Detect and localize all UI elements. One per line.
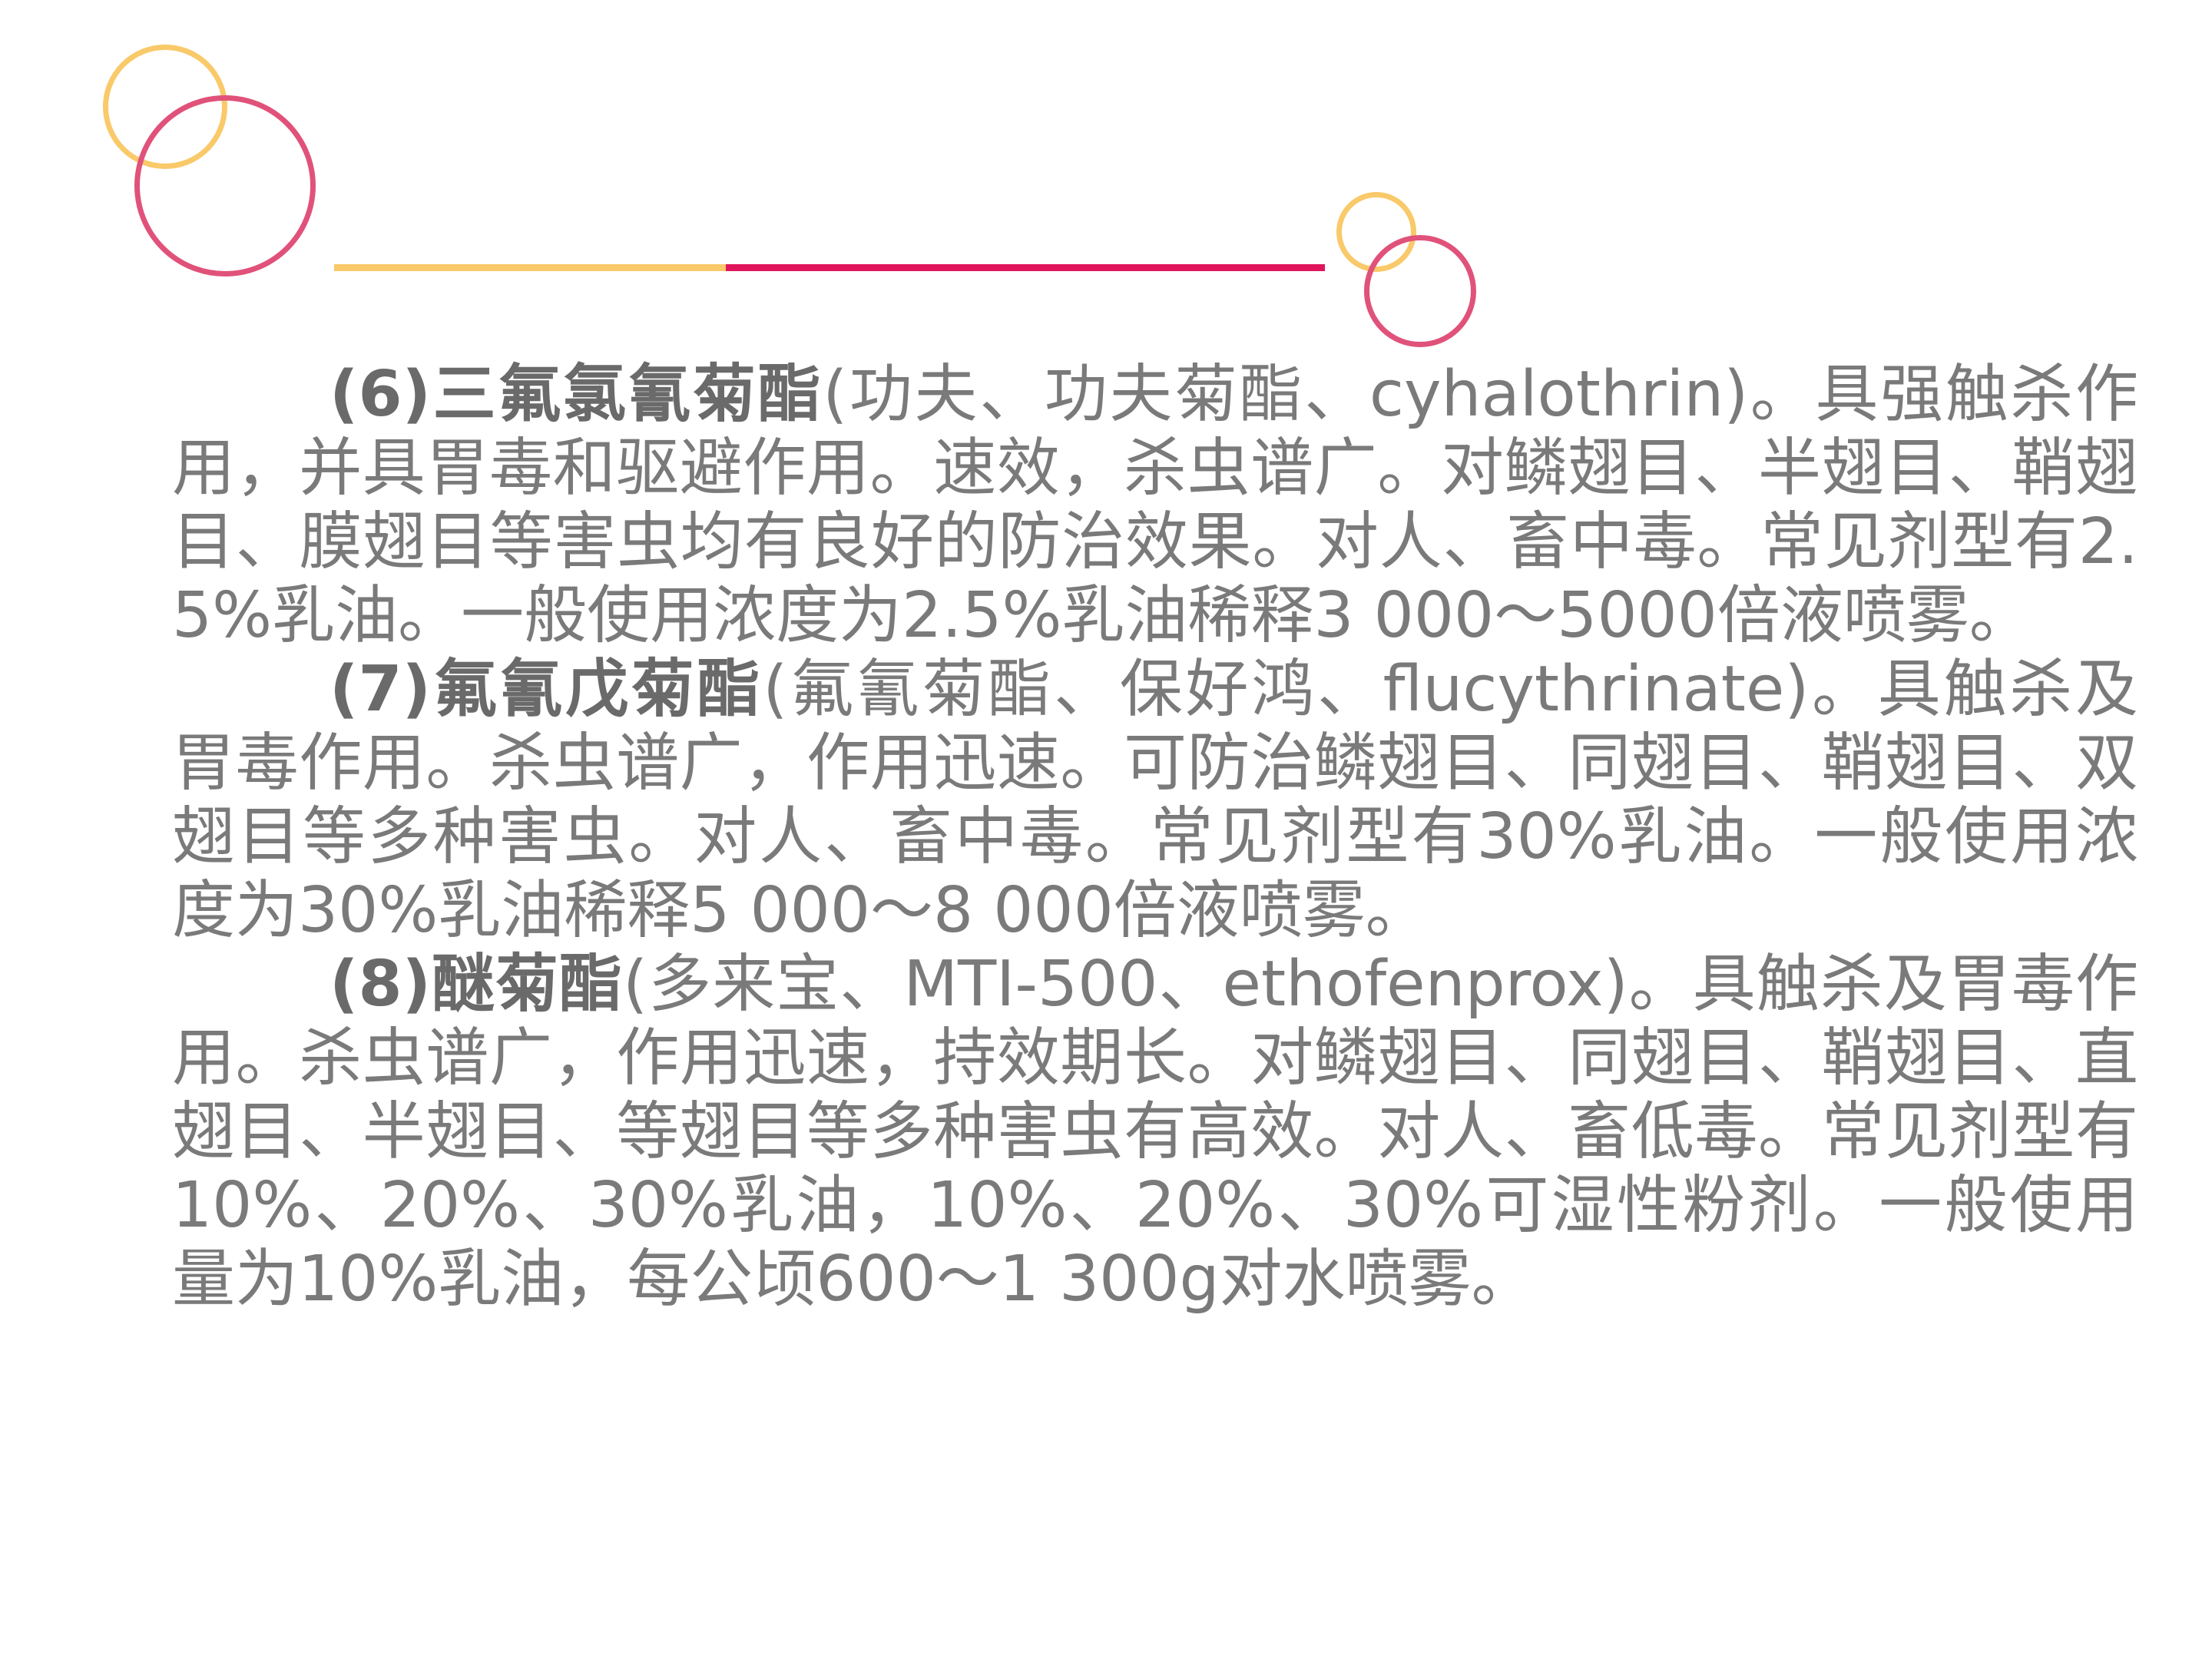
paragraph-6: (6)三氟氯氰菊酯(功夫、功夫菊酯、cyhalothrin)。具强触杀作用，并具… xyxy=(172,358,2138,653)
paragraph-8: (8)醚菊酯(多来宝、MTI-500、ethofenprox)。具触杀及胃毒作用… xyxy=(172,948,2138,1316)
paragraph-heading: (8)醚菊酯 xyxy=(329,948,624,1021)
paragraph-heading: (6)三氟氯氰菊酯 xyxy=(329,358,823,431)
decorative-line-pink xyxy=(726,264,1325,271)
decorative-line-yellow xyxy=(334,264,726,271)
paragraph-body: (氟氰菊酯、保好鸿、flucythrinate)。具触杀及胃毒作用。杀虫谱广，作… xyxy=(172,653,2138,947)
paragraph-heading: (7)氟氰戊菊酯 xyxy=(329,653,763,726)
decorative-ring-pink-large xyxy=(134,95,316,276)
paragraph-7: (7)氟氰戊菊酯(氟氰菊酯、保好鸿、flucythrinate)。具触杀及胃毒作… xyxy=(172,653,2138,948)
decorative-ring-pink-small xyxy=(1364,235,1476,347)
paragraph-body: (功夫、功夫菊酯、cyhalothrin)。具强触杀作用，并具胃毒和驱避作用。速… xyxy=(172,358,2139,652)
body-text: (6)三氟氯氰菊酯(功夫、功夫菊酯、cyhalothrin)。具强触杀作用，并具… xyxy=(172,358,2138,1316)
paragraph-body: (多来宝、MTI-500、ethofenprox)。具触杀及胃毒作用。杀虫谱广，… xyxy=(172,948,2139,1316)
